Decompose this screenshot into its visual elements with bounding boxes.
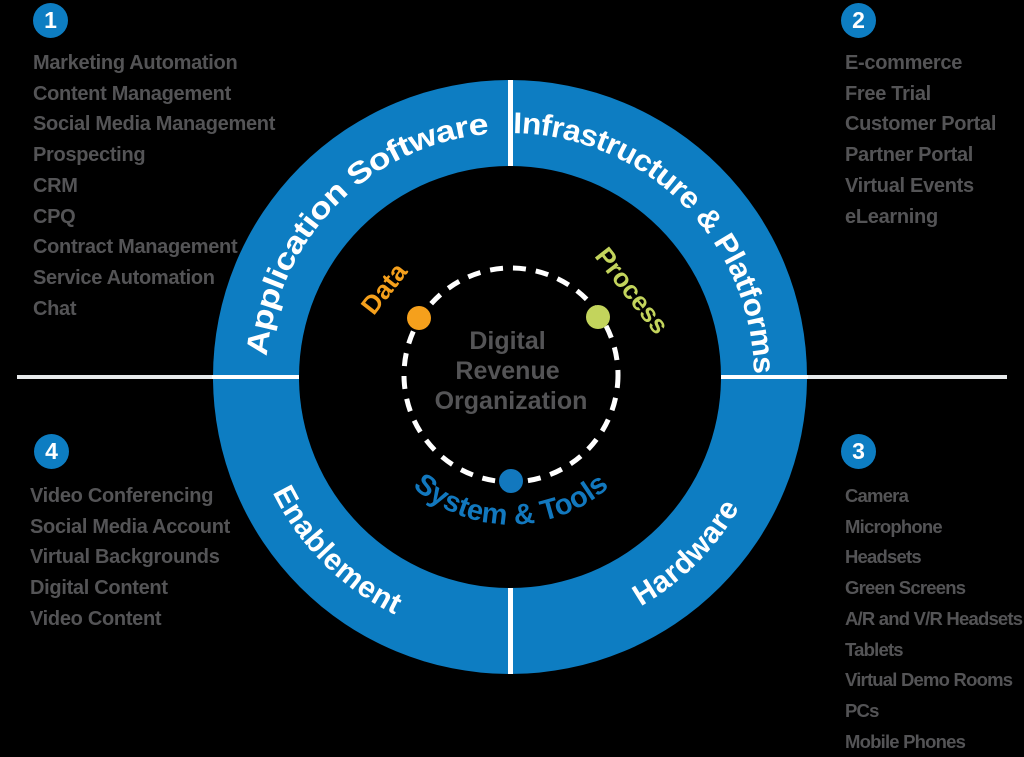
badge-4-number: 4: [45, 438, 58, 464]
list-item: Digital Content: [30, 577, 168, 600]
list-item: Social Media Management: [33, 113, 276, 136]
center-title-line1: Digital: [469, 327, 545, 355]
list-item: Service Automation: [33, 266, 215, 289]
data-dot: [407, 306, 431, 330]
list-item: Video Conferencing: [30, 485, 214, 507]
list-application-software: Marketing Automation Content Management …: [33, 48, 275, 324]
list-item: Content Management: [33, 82, 231, 105]
list-hardware: Camera Microphone Headsets Green Screens…: [845, 481, 1023, 757]
badge-3: 3: [841, 434, 876, 469]
list-item: Contract Management: [33, 236, 238, 259]
list-item: Microphone: [845, 515, 943, 537]
badge-1-number: 1: [44, 7, 57, 33]
list-item: Camera: [845, 485, 909, 506]
center-title-line3: Organization: [435, 387, 588, 415]
list-item: Marketing Automation: [33, 52, 238, 74]
badge-2-number: 2: [852, 7, 865, 33]
list-item: CRM: [33, 174, 78, 197]
badge-2: 2: [841, 3, 876, 38]
list-item: Virtual Backgrounds: [30, 546, 220, 569]
badge-3-number: 3: [852, 438, 865, 464]
list-item: Virtual Events: [845, 174, 974, 197]
center-title: Digital Revenue Organization: [435, 327, 588, 415]
center-title-line2: Revenue: [455, 357, 559, 385]
list-item: E-commerce: [845, 52, 963, 74]
list-item: A/R and V/R Headsets: [845, 607, 1023, 629]
system-tools-dot: [499, 469, 523, 493]
list-item: Social Media Account: [30, 515, 230, 538]
ring-inner-hole: [299, 166, 721, 588]
badge-1: 1: [33, 3, 68, 38]
list-item: CPQ: [33, 205, 76, 228]
list-item: Virtual Demo Rooms: [845, 669, 1013, 691]
list-item: Prospecting: [33, 144, 146, 167]
list-item: Chat: [33, 297, 77, 320]
badge-4: 4: [34, 434, 69, 469]
list-item: Free Trial: [845, 82, 931, 105]
list-item: Partner Portal: [845, 144, 974, 167]
list-item: eLearning: [845, 205, 938, 228]
list-item: PCs: [845, 699, 879, 721]
list-item: Customer Portal: [845, 113, 997, 136]
list-infrastructure-platforms: E-commerce Free Trial Customer Portal Pa…: [845, 48, 996, 232]
list-item: Headsets: [845, 546, 922, 568]
list-enablement: Video Conferencing Social Media Account …: [30, 481, 230, 635]
list-item: Video Content: [30, 607, 162, 630]
list-item: Green Screens: [845, 577, 966, 599]
process-dot: [586, 305, 610, 329]
list-item: Tablets: [845, 638, 904, 660]
list-item: Mobile Phones: [845, 730, 966, 752]
